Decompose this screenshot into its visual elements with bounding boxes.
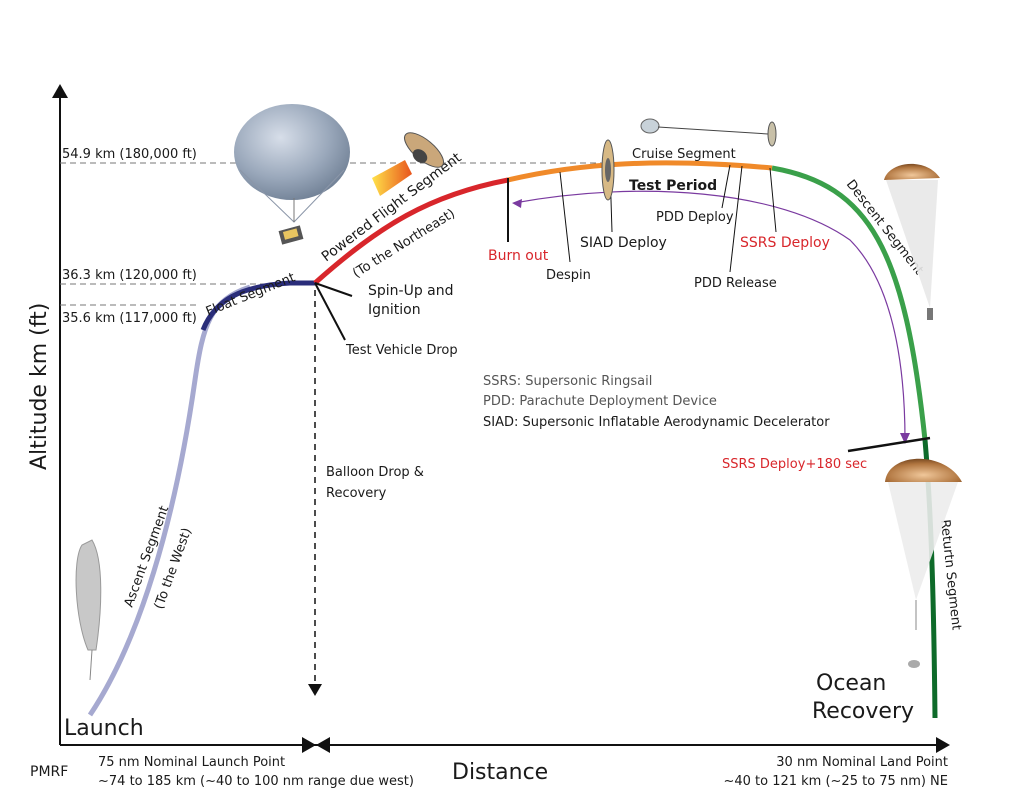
balloon-drop-label: Balloon Drop & (326, 465, 424, 480)
return-segment-label: Returtn Segment (937, 519, 964, 631)
ssrs-tick (769, 167, 777, 233)
pdd-deploy-icon (640, 118, 777, 147)
timeline-arrow-start-icon (512, 199, 522, 208)
altitude-label-117k: 35.6 km (117,000 ft) (62, 311, 197, 326)
burn-out-label: Burn out (488, 248, 549, 264)
despin-tick (559, 171, 571, 263)
float-segment-path (200, 280, 315, 331)
y-axis-title: Altitude km (ft) (27, 303, 52, 470)
timeline-arrow-end-icon (900, 433, 910, 444)
launch-range-arrow-icon (302, 737, 316, 753)
launch-balloon-icon (75, 539, 102, 681)
pdd-release-label: PDD Release (694, 276, 777, 291)
ascent-segment-path (87, 284, 251, 717)
land-range-label-1: 30 nm Nominal Land Point (776, 755, 948, 770)
ignition-label: Ignition (368, 302, 421, 318)
legend-ssrs: SSRS: Supersonic Ringsail (483, 374, 652, 389)
timeline-arrow (513, 190, 906, 441)
float-segment-label: Float Segment (204, 270, 297, 319)
balloon-drop-arrow-icon (308, 684, 322, 696)
x-axis-origin-label: PMRF (30, 764, 68, 780)
ssrs-deploy-label: SSRS Deploy (740, 235, 830, 251)
test-segment-path (507, 160, 773, 183)
spin-up-label: Spin-Up and (368, 283, 454, 299)
land-range-arrow-icon (316, 737, 330, 753)
launch-range-label-2: ~74 to 185 km (~40 to 100 nm range due w… (98, 774, 414, 789)
altitude-label-120k: 36.3 km (120,000 ft) (62, 268, 197, 283)
ssrs-180-tick (847, 436, 931, 453)
despin-label: Despin (546, 268, 591, 283)
ssrs-parachute-icon (884, 163, 940, 320)
x-axis (60, 737, 950, 753)
launch-range-label-1: 75 nm Nominal Launch Point (98, 755, 285, 770)
cruise-segment-label: Cruise Segment (632, 147, 736, 162)
test-period-label: Test Period (629, 178, 717, 194)
test-vehicle-drop-label: Test Vehicle Drop (345, 343, 458, 358)
powered-segment-path (313, 177, 509, 285)
return-parachute-icon (885, 458, 962, 668)
x-axis-title: Distance (452, 760, 548, 785)
recovery-label: Recovery (812, 699, 914, 724)
spin-up-tick (314, 282, 353, 297)
ocean-label: Ocean (816, 671, 886, 696)
legend-pdd: PDD: Parachute Deployment Device (483, 394, 717, 409)
drop-tick (314, 282, 346, 341)
balloon-recovery-label: Recovery (326, 486, 387, 501)
y-axis (52, 84, 68, 745)
pdd-deploy-label: PDD Deploy (656, 210, 734, 225)
land-range-label-2: ~40 to 121 km (~25 to 75 nm) NE (723, 774, 948, 789)
pdd-deploy-tick (721, 164, 731, 209)
test-vehicle-powered-icon (372, 132, 444, 196)
siad-vehicle-icon (601, 139, 615, 201)
descent-segment-path (771, 165, 928, 441)
siad-deploy-label: SIAD Deploy (580, 235, 667, 251)
launch-label: Launch (64, 716, 144, 741)
ssrs-180-label: SSRS Deploy+180 sec (722, 457, 867, 472)
legend-siad: SIAD: Supersonic Inflatable Aerodynamic … (483, 415, 830, 430)
pdd-release-tick (729, 165, 743, 273)
float-balloon-icon (234, 104, 350, 245)
altitude-label-180k: 54.9 km (180,000 ft) (62, 147, 197, 162)
